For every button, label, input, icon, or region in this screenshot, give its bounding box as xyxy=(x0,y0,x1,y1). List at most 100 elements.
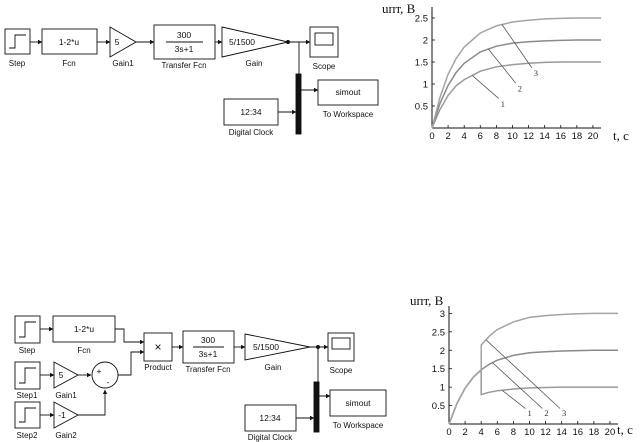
tf-label-2: Transfer Fcn xyxy=(185,365,230,374)
fcn-expression: 1-2*u xyxy=(59,37,80,47)
tf-numerator-2: 300 xyxy=(201,335,215,345)
gain1-block-2[interactable] xyxy=(53,361,79,389)
fcn-block-2[interactable] xyxy=(52,315,116,343)
x-tick-label: 14 xyxy=(556,427,567,438)
y-tick-label: 1 xyxy=(423,80,428,91)
chart-1-ylabel: uпт, В xyxy=(382,1,416,16)
gain1-block[interactable] xyxy=(109,26,137,58)
chart-2-ylabel: uпт, В xyxy=(410,293,444,308)
chart-1-xlabel: t, c xyxy=(613,128,629,143)
y-tick-label: 2.5 xyxy=(432,327,445,338)
gain2-value: -1 xyxy=(58,410,66,420)
tf-label: Transfer Fcn xyxy=(161,61,206,70)
product-symbol: × xyxy=(154,340,161,354)
clock-label: Digital Clock xyxy=(229,128,274,137)
x-tick-label: 6 xyxy=(478,131,483,142)
curve-label-2: 2 xyxy=(544,408,548,418)
x-tick-label: 0 xyxy=(446,427,451,438)
to-workspace-block[interactable] xyxy=(317,79,379,106)
gain-label-2: Gain xyxy=(265,363,282,372)
scope-block[interactable] xyxy=(309,26,339,58)
simout-text-2: simout xyxy=(345,398,371,408)
curve-2-leader xyxy=(492,362,543,409)
scope-label-2: Scope xyxy=(330,366,353,375)
step-block-2[interactable] xyxy=(14,315,41,344)
diagram-2-text: Step Step1 Step2 1-2*u Fcn 5 Gain1 -1 Ga… xyxy=(17,324,384,442)
gain1-value: 5 xyxy=(115,37,120,47)
chart-2-xlabel: t, c xyxy=(617,422,633,437)
simout-text: simout xyxy=(335,87,361,97)
transfer-fcn-block-2[interactable] xyxy=(182,330,235,364)
y-tick-label: 2 xyxy=(423,36,428,47)
step-block[interactable] xyxy=(4,28,31,55)
curve-1-leader xyxy=(501,389,526,409)
diagram-1-text: Step 1-2*u Fcn 5 Gain1 300 3s+1 Transfer… xyxy=(9,30,374,137)
step1-block[interactable] xyxy=(14,361,41,390)
series-3-line xyxy=(448,312,618,425)
fcn-label: Fcn xyxy=(62,59,75,68)
y-tick-label: 2 xyxy=(440,346,445,357)
mux-block-2[interactable] xyxy=(313,381,320,433)
gain1-value-2: 5 xyxy=(59,370,64,380)
curve-2-leader xyxy=(488,48,517,84)
x-tick-label: 16 xyxy=(572,427,583,438)
x-tick-label: 2 xyxy=(445,131,450,142)
step-label: Step xyxy=(9,59,26,68)
curve-3-leader xyxy=(485,339,561,409)
clock-value-2: 12:34 xyxy=(259,413,281,423)
simulink-diagram-1 xyxy=(4,24,379,135)
transfer-fcn-block[interactable] xyxy=(153,24,216,60)
x-tick-label: 10 xyxy=(507,131,518,142)
x-tick-label: 8 xyxy=(511,427,516,438)
product-block[interactable] xyxy=(143,332,173,362)
x-tick-label: 16 xyxy=(555,131,566,142)
x-tick-label: 6 xyxy=(495,427,500,438)
x-tick-label: 4 xyxy=(462,131,467,142)
curve-label-3: 3 xyxy=(562,408,566,418)
y-tick-label: 3 xyxy=(440,309,445,320)
fcn-label-2: Fcn xyxy=(77,346,90,355)
fcn-expression-2: 1-2*u xyxy=(74,324,95,334)
digital-clock-block-2[interactable] xyxy=(244,404,297,432)
gain1-label-2: Gain1 xyxy=(55,391,77,400)
curve-3-leader xyxy=(501,24,533,68)
x-tick-label: 18 xyxy=(572,131,583,142)
x-tick-label: 12 xyxy=(523,131,534,142)
x-tick-label: 18 xyxy=(589,427,600,438)
curve-label-1: 1 xyxy=(501,99,505,109)
scope-block-2[interactable] xyxy=(327,332,355,362)
x-tick-label: 14 xyxy=(539,131,550,142)
sum-block[interactable] xyxy=(91,361,119,389)
x-tick-label: 20 xyxy=(588,131,599,142)
sum-plus-sign: + xyxy=(97,366,102,376)
product-label: Product xyxy=(144,363,172,372)
series-3-line xyxy=(431,17,601,129)
digital-clock-block[interactable] xyxy=(223,98,279,126)
clock-label-2: Digital Clock xyxy=(248,433,293,442)
series-1-line xyxy=(448,368,618,425)
tf-denominator-2: 3s+1 xyxy=(199,349,218,359)
to-workspace-block-2[interactable] xyxy=(329,389,387,417)
gain2-block[interactable] xyxy=(53,401,79,429)
curve-label-1: 1 xyxy=(527,408,531,418)
y-tick-label: 2.5 xyxy=(415,14,428,25)
gain-block[interactable] xyxy=(221,26,289,58)
gain-block-2[interactable] xyxy=(244,333,311,361)
gain1-label: Gain1 xyxy=(112,59,134,68)
mux-block[interactable] xyxy=(295,73,302,135)
y-tick-label: 1 xyxy=(440,383,445,394)
tf-numerator: 300 xyxy=(177,30,191,40)
gain2-label: Gain2 xyxy=(55,431,77,440)
x-tick-label: 12 xyxy=(540,427,551,438)
fcn-block[interactable] xyxy=(41,28,98,55)
step2-block[interactable] xyxy=(14,401,41,429)
y-tick-label: 0.5 xyxy=(432,401,445,412)
clock-value: 12:34 xyxy=(240,107,262,117)
curve-label-2: 2 xyxy=(518,83,522,93)
step2-label: Step2 xyxy=(17,431,38,440)
curve-label-3: 3 xyxy=(534,68,538,78)
